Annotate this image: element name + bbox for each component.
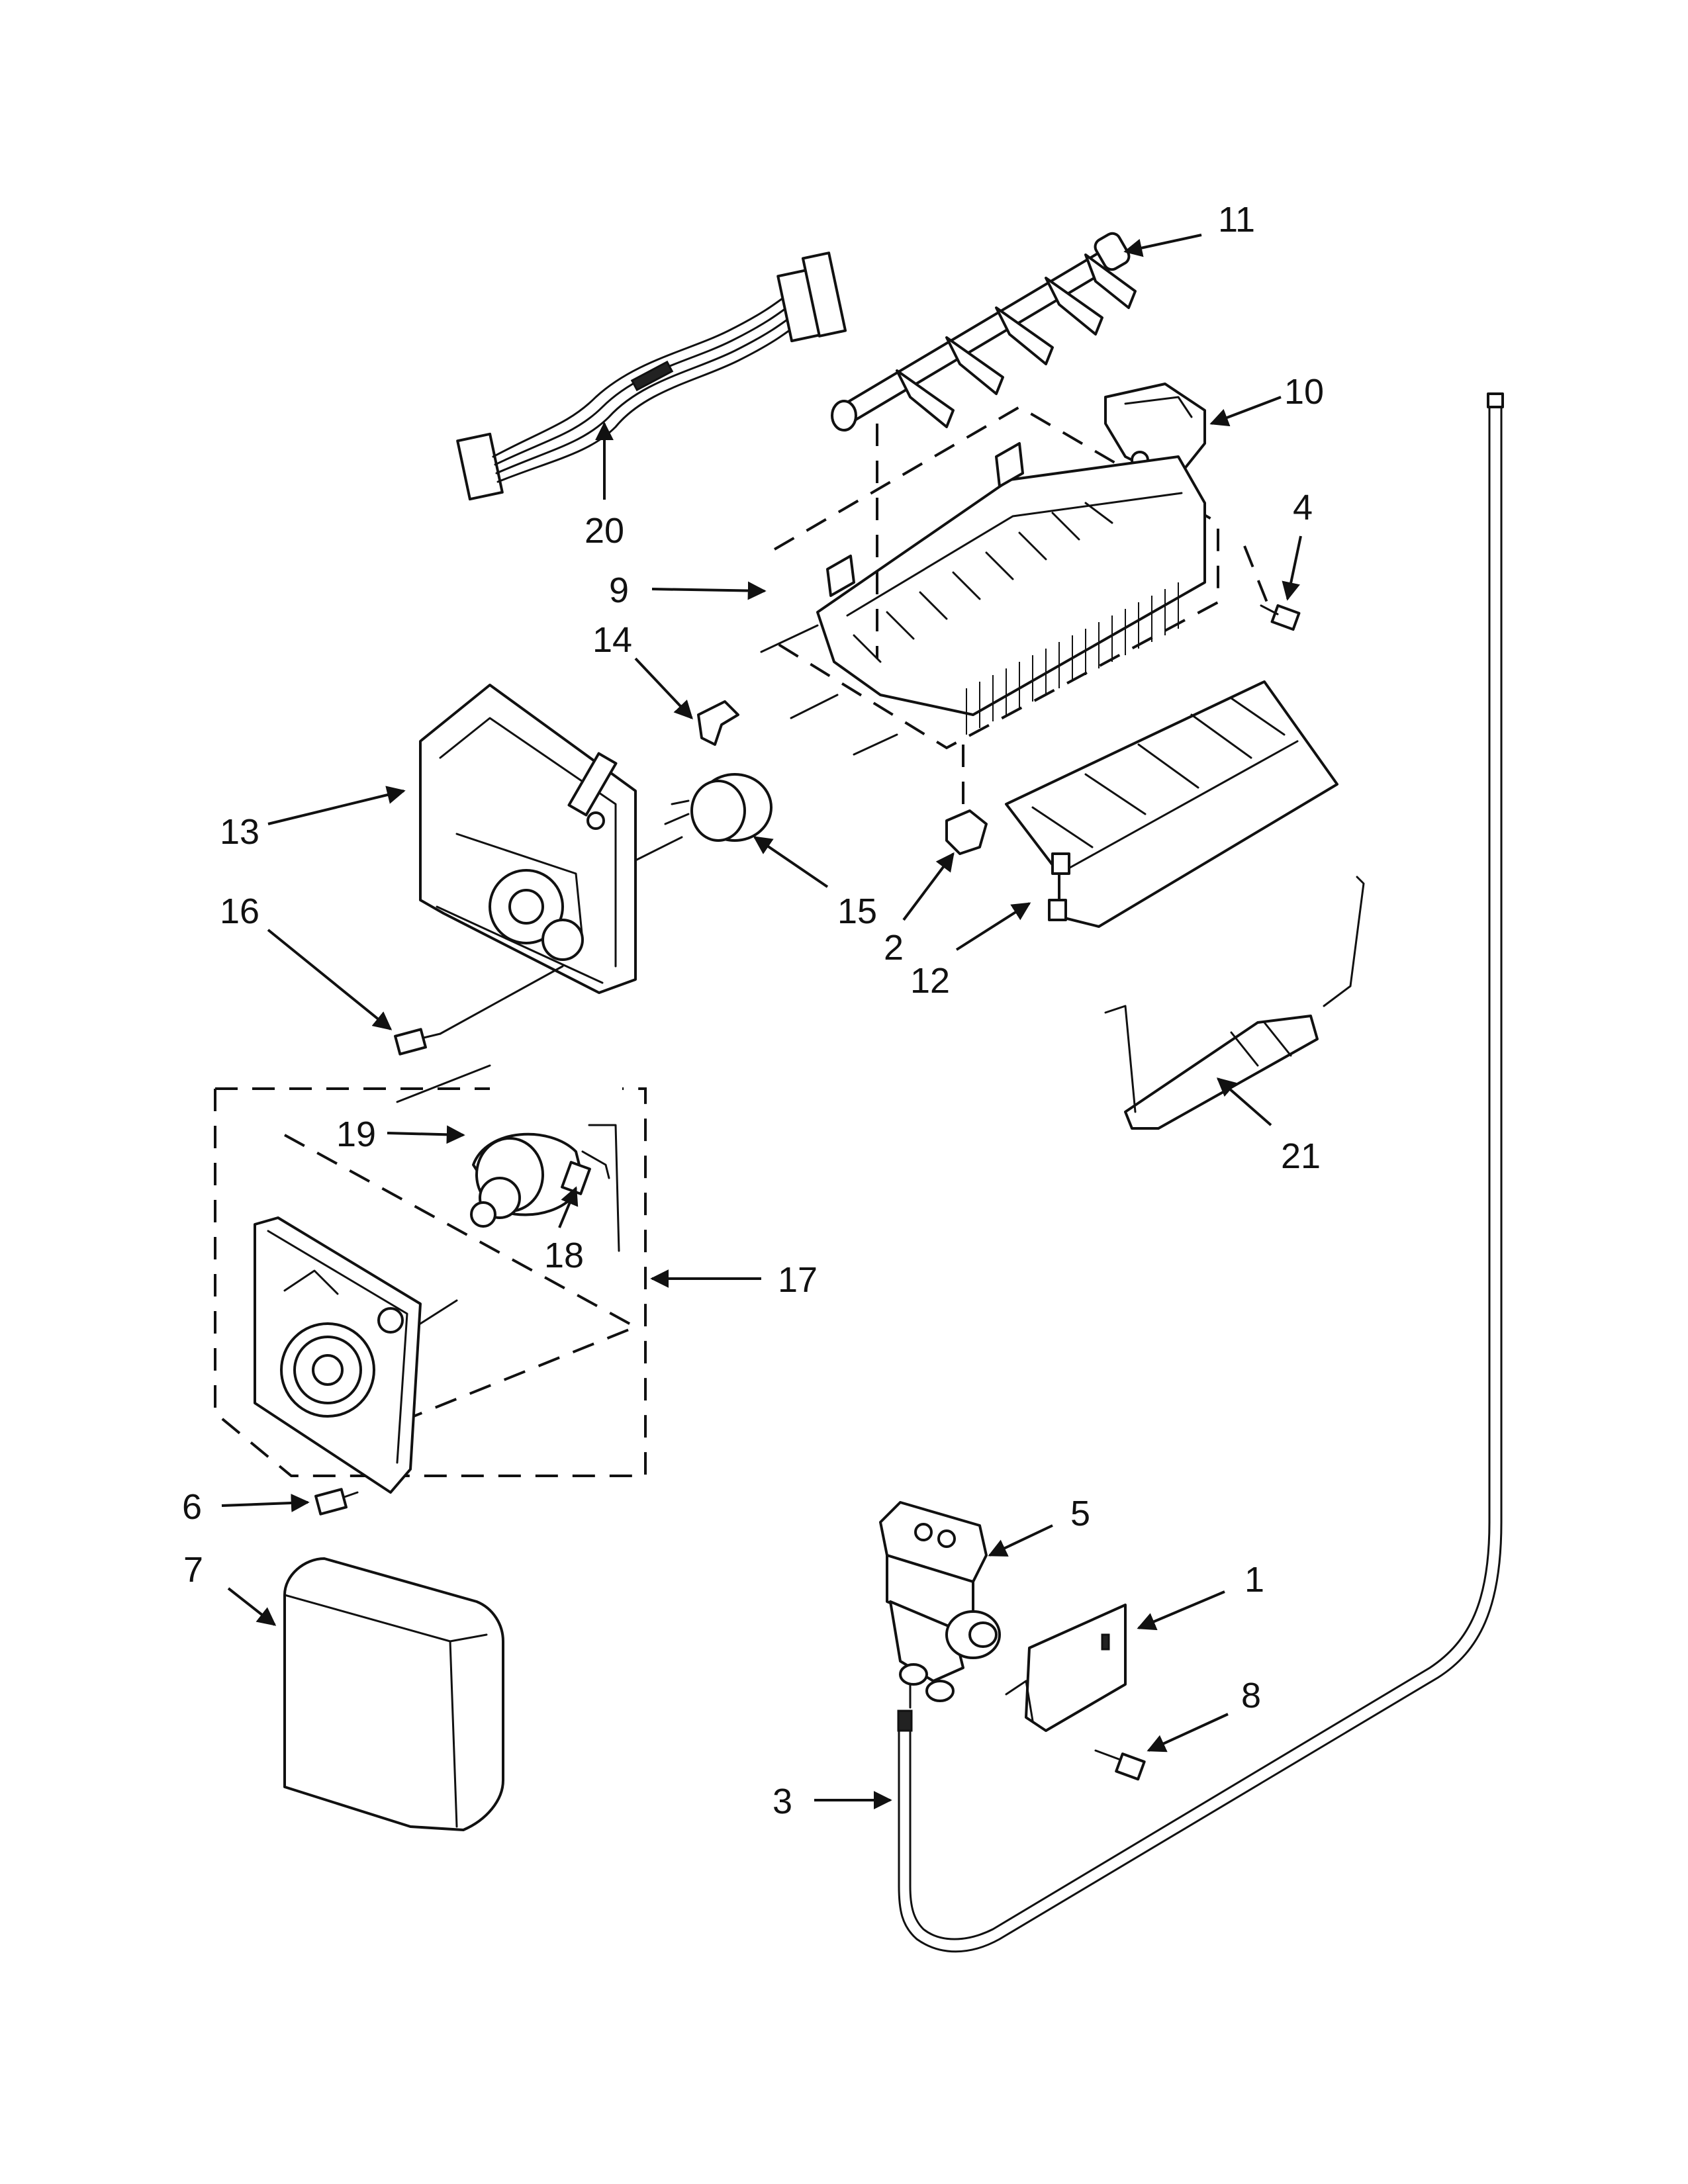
callout-21: 21 bbox=[1281, 1136, 1321, 1176]
leader-10 bbox=[1209, 396, 1282, 427]
screw-part-8 bbox=[1094, 1749, 1146, 1781]
callout-12: 12 bbox=[910, 961, 950, 1001]
screw-part-6 bbox=[314, 1488, 359, 1516]
water-tube-part bbox=[897, 392, 1504, 1953]
callout-4: 4 bbox=[1293, 488, 1313, 527]
callout-18: 18 bbox=[544, 1236, 584, 1275]
control-housing-part bbox=[419, 684, 683, 994]
callout-9: 9 bbox=[609, 570, 629, 610]
screw-part-16 bbox=[394, 965, 564, 1056]
leader-4 bbox=[1282, 535, 1302, 601]
callout-5: 5 bbox=[1070, 1494, 1090, 1533]
callout-15: 15 bbox=[837, 891, 877, 931]
callout-10: 10 bbox=[1284, 372, 1324, 412]
clip-part-14 bbox=[697, 700, 739, 746]
callout-6: 6 bbox=[182, 1487, 202, 1527]
control-assembly-part bbox=[214, 1064, 647, 1477]
callout-11: 11 bbox=[1218, 200, 1255, 240]
leader-14 bbox=[634, 657, 693, 720]
leader-12 bbox=[955, 902, 1031, 951]
callout-19: 19 bbox=[336, 1115, 376, 1154]
leader-5 bbox=[988, 1524, 1053, 1557]
callout-7: 7 bbox=[183, 1550, 203, 1590]
ejector-shaft-part bbox=[831, 232, 1137, 432]
callout-14: 14 bbox=[592, 620, 632, 660]
motor-part bbox=[470, 1124, 620, 1252]
leader-1 bbox=[1137, 1590, 1225, 1631]
leader-11 bbox=[1123, 234, 1202, 257]
leader-21 bbox=[1216, 1077, 1272, 1126]
leader-16 bbox=[267, 929, 393, 1030]
thermostat-part bbox=[664, 773, 773, 842]
callout-2: 2 bbox=[884, 928, 904, 968]
ice-mold-part bbox=[760, 405, 1219, 814]
valve-bracket-part bbox=[1005, 1604, 1127, 1732]
clip-part-2 bbox=[945, 809, 988, 855]
callout-16: 16 bbox=[220, 891, 259, 931]
leader-8 bbox=[1147, 1713, 1229, 1752]
callout-labels: 1 2 3 4 5 6 7 8 9 10 11 12 13 14 15 16 1… bbox=[182, 200, 1324, 1821]
leader-6 bbox=[221, 1493, 310, 1512]
callout-1: 1 bbox=[1244, 1560, 1264, 1600]
callout-20: 20 bbox=[585, 511, 624, 551]
wire-harness-part bbox=[456, 251, 847, 501]
leader-7 bbox=[227, 1587, 277, 1626]
screw-part-4 bbox=[1243, 545, 1301, 631]
control-plate-part bbox=[254, 1216, 458, 1494]
leader-15 bbox=[753, 836, 829, 888]
leader-2 bbox=[902, 852, 955, 921]
callout-8: 8 bbox=[1241, 1676, 1261, 1715]
cover-part bbox=[283, 1557, 504, 1831]
callout-13: 13 bbox=[220, 812, 259, 852]
leader-13 bbox=[267, 786, 406, 825]
callout-17: 17 bbox=[778, 1260, 818, 1300]
callout-3: 3 bbox=[773, 1782, 792, 1821]
ice-stripper-part bbox=[1005, 680, 1338, 928]
leader-19 bbox=[387, 1125, 465, 1144]
water-valve-part bbox=[879, 1501, 1001, 1702]
leader-lines bbox=[221, 234, 1302, 1809]
leader-9 bbox=[651, 581, 767, 600]
leader-18 bbox=[558, 1186, 579, 1228]
shutoff-arm-part bbox=[1104, 876, 1365, 1130]
